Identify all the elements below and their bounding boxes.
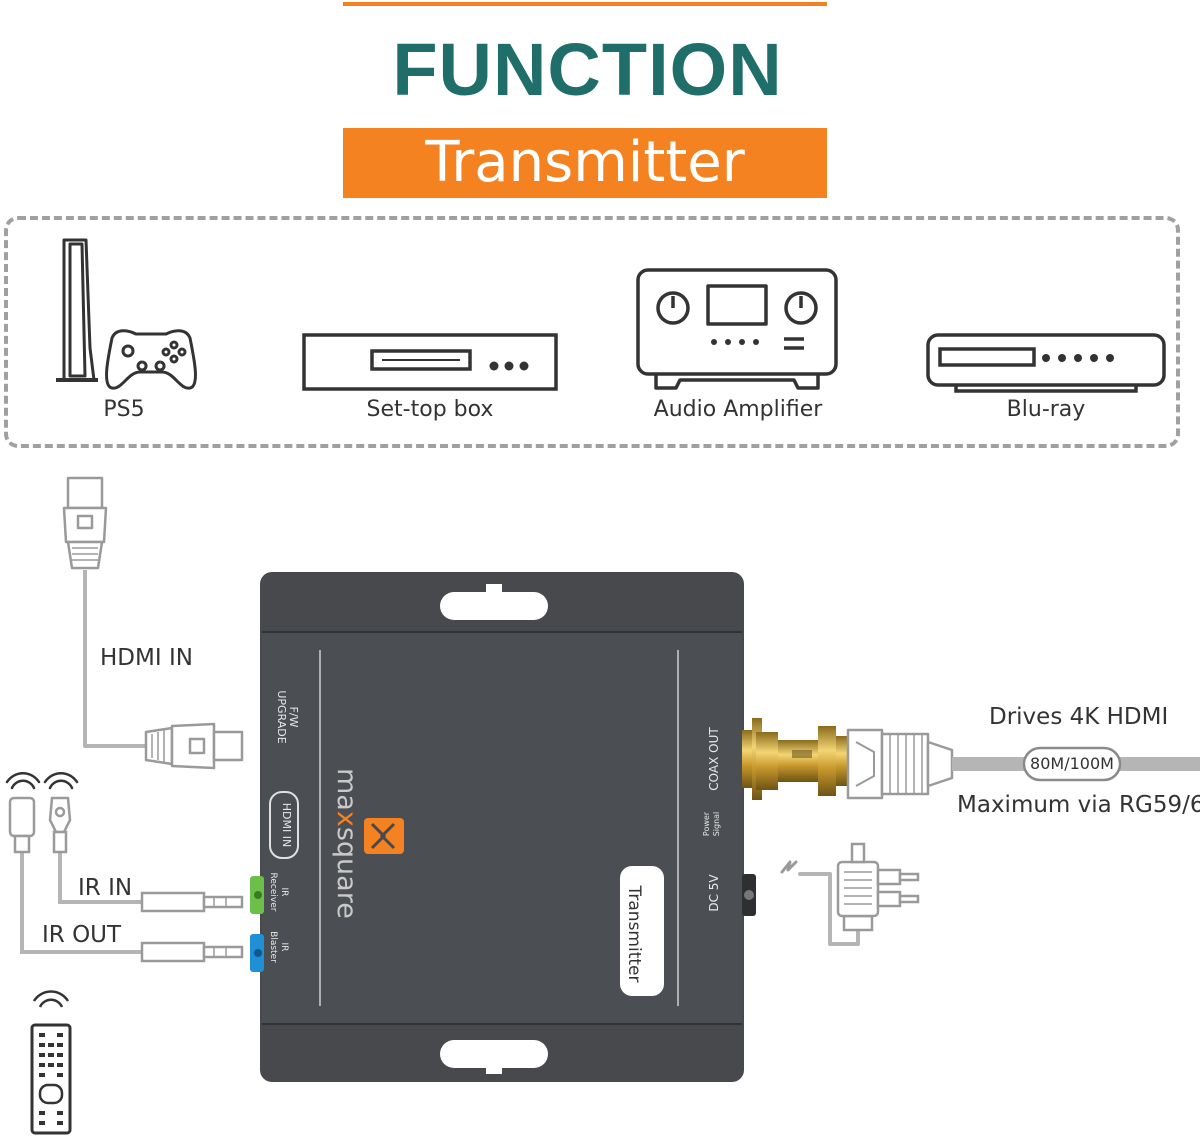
brand-prefix: ma <box>331 768 362 811</box>
brand-logo: maxsquare <box>330 768 362 919</box>
ir-blaster-line2: Blaster <box>268 931 278 963</box>
fw-upgrade-line2: UPGRADE <box>275 690 288 744</box>
ir-receiver-label: IR Receiver <box>265 868 289 916</box>
transmitter-device <box>250 572 762 1082</box>
hdmi-in-port-label: HDMI IN <box>280 802 293 848</box>
ir-cables <box>5 772 244 963</box>
audio-amplifier-icon <box>636 268 838 390</box>
source-devices-panel <box>4 216 1180 448</box>
hdmi-input-cable <box>62 476 244 770</box>
power-line1: Power <box>702 811 711 837</box>
dc5v-label: DC 5V <box>707 874 721 912</box>
ir-in-label: IR IN <box>78 875 133 901</box>
page-title: FUNCTION <box>392 28 783 111</box>
blu-ray-player-icon <box>926 333 1166 393</box>
distance-badge: 80M/100M <box>1030 754 1114 773</box>
ir-blaster-line1: IR <box>279 942 289 952</box>
source-label-blu-ray: Blu-ray <box>1006 397 1086 422</box>
ps5-console-icon <box>56 238 197 390</box>
coax-out-label: COAX OUT <box>707 727 721 791</box>
source-label-audio-amplifier: Audio Amplifier <box>653 397 823 422</box>
maximum-label: Maximum via RG59/6 <box>957 792 1200 818</box>
power-adapter-icon <box>780 842 920 946</box>
brand-x: x <box>331 810 362 827</box>
hdmi-in-label: HDMI IN <box>100 645 193 671</box>
source-label-ps5: PS5 <box>103 397 145 422</box>
fw-upgrade-label: F/W UPGRADE <box>269 687 300 747</box>
ir-blaster-label: IR Blaster <box>265 923 289 971</box>
power-signal-label: Power Signal <box>702 802 726 846</box>
remote-control-icon <box>30 990 72 1135</box>
brand-suffix: square <box>331 826 362 919</box>
source-label-set-top-box: Set-top box <box>366 397 494 422</box>
ir-receiver-line1: IR <box>279 887 289 897</box>
header-accent-line <box>343 2 827 6</box>
coax-output-cable <box>846 728 1200 800</box>
page-subtitle: Transmitter <box>343 128 827 198</box>
fw-upgrade-line1: F/W <box>287 706 300 728</box>
set-top-box-icon <box>302 333 558 391</box>
drives-4k-label: Drives 4K HDMI <box>989 704 1169 730</box>
ir-out-label: IR OUT <box>42 922 122 948</box>
device-transmitter-label: Transmitter <box>624 885 644 983</box>
ir-receiver-line2: Receiver <box>268 872 278 912</box>
power-line2: Signal <box>712 811 721 837</box>
